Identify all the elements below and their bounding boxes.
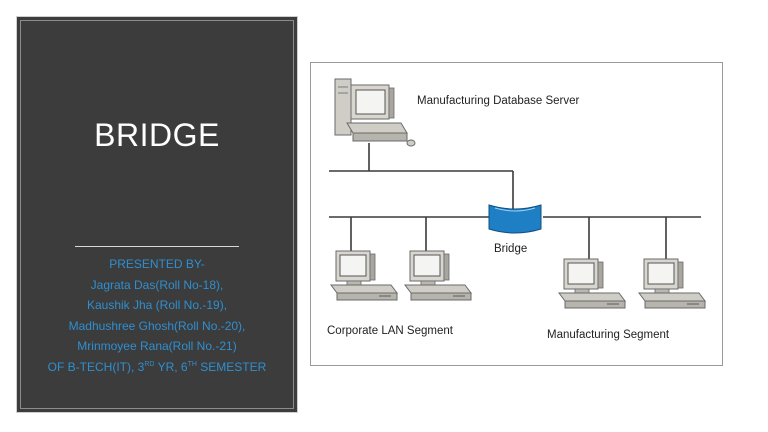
corporate-pc-icon-2 xyxy=(404,250,472,301)
manufacturing-pc-icon-1 xyxy=(558,258,626,309)
slide-title: BRIDGE xyxy=(94,117,220,153)
presented-by-label: PRESENTED BY- xyxy=(109,257,205,271)
manufacturing-segment-label: Manufacturing Segment xyxy=(547,329,670,341)
bridge-label: Bridge xyxy=(494,243,528,255)
server-computer-icon xyxy=(334,78,416,147)
presenter-4: Mrinmoyee Rana(Roll No.-21) xyxy=(77,339,237,353)
presenter-3: Madhushree Ghosh(Roll No.-20), xyxy=(68,318,246,333)
server-label: Manufacturing Database Server xyxy=(417,95,580,107)
corporate-lan-label: Corporate LAN Segment xyxy=(327,325,453,337)
bridge-icon xyxy=(488,204,542,234)
presenter-2: Kaushik Jha (Roll No.-19), xyxy=(86,298,228,312)
manufacturing-pc-icon-2 xyxy=(638,258,706,309)
corporate-pc-icon-1 xyxy=(330,250,398,301)
title-divider xyxy=(75,246,239,247)
course-info: OF B-TECH(IT), 3RD YR, 6TH SEMESTER xyxy=(47,359,267,374)
network-diagram: Manufacturing Database Server Bridge Cor… xyxy=(310,62,723,366)
title-panel: BRIDGE PRESENTED BY- Jagrata Das(Roll No… xyxy=(16,16,298,413)
presenter-credits: PRESENTED BY- Jagrata Das(Roll No-18), K… xyxy=(17,254,297,377)
presenter-1: Jagrata Das(Roll No-18), xyxy=(90,277,224,292)
network-cabling xyxy=(329,143,701,259)
